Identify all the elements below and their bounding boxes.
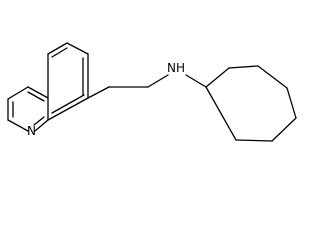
bond-c8-c8a — [47, 97, 89, 121]
methylene-linker — [87, 74, 207, 99]
bond-n1-c8a-inner — [33, 116, 45, 126]
structure-canvas: N NH — [7, 42, 297, 142]
bond-cy2-cy3 — [228, 65, 259, 69]
bond-n1-c8a — [34, 119, 49, 132]
bond-cy7-cy1 — [205, 86, 237, 141]
bond-c1-nh — [147, 74, 169, 88]
bond-c2-c3 — [7, 86, 29, 100]
amine-nh-label: NH — [167, 61, 185, 75]
cycloheptane-ring — [205, 65, 297, 142]
bond-c6-c7 — [66, 42, 89, 55]
bond-nh-cy — [185, 74, 207, 88]
bond-c5-c6-inner — [51, 47, 68, 58]
pyridine-ring — [7, 86, 49, 132]
ring-nitrogen-label: N — [27, 124, 36, 138]
bond-c4a-c2-inner — [27, 91, 45, 102]
benzene-ring — [47, 42, 89, 121]
bond-c8-ch2 — [87, 86, 110, 99]
bond-c4-n1 — [7, 119, 29, 132]
bond-cy3-cy4 — [257, 65, 288, 89]
molecule-structure-drawing: N NH — [7, 42, 297, 142]
bond-c8-c8a-inner — [51, 94, 85, 114]
bond-cy1-cy2 — [205, 67, 230, 88]
bond-c4a-c2 — [27, 86, 49, 99]
bond-cy5-cy6 — [271, 117, 297, 142]
bond-c5-c6 — [47, 42, 68, 55]
bond-cy4-cy5 — [286, 87, 297, 119]
bond-cy6-cy7 — [235, 139, 273, 142]
